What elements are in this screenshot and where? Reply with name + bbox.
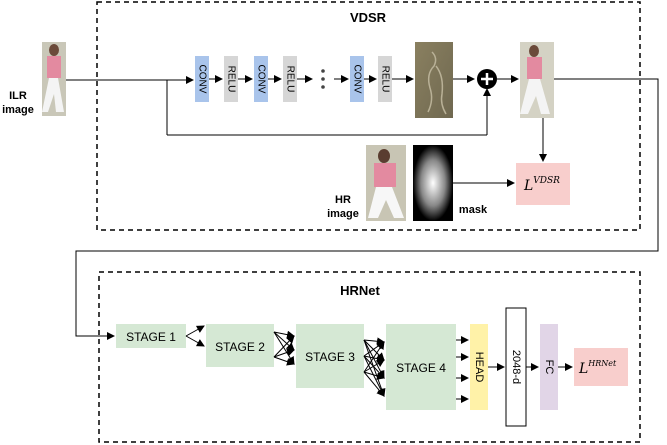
residual-image — [415, 42, 453, 118]
stage-3-box: STAGE 3 — [296, 324, 364, 388]
svg-text:RELU: RELU — [284, 66, 295, 93]
svg-text:STAGE 4: STAGE 4 — [396, 361, 446, 375]
fc-box: FC — [540, 324, 558, 410]
hr-label-2: image — [327, 208, 359, 220]
hrnet-loss-box — [574, 348, 628, 386]
hrnet-title: HRNet — [340, 283, 380, 298]
mask-image — [413, 145, 453, 221]
svg-text:FC: FC — [543, 360, 555, 375]
stage3-to-4-connections — [363, 337, 386, 397]
vdsr-loss-label: LVDSR — [523, 176, 560, 194]
stage-4-box: STAGE 4 — [386, 324, 456, 410]
stage2-to-3-connections — [273, 330, 295, 366]
svg-text:CONV: CONV — [351, 65, 362, 94]
relu-block-3: RELU — [378, 56, 392, 102]
svg-text:STAGE 3: STAGE 3 — [305, 350, 355, 364]
stage4-to-head-connections — [456, 336, 469, 403]
svg-text:RELU: RELU — [225, 66, 236, 93]
ellipsis-dots — [321, 69, 325, 89]
head-box: HEAD — [470, 324, 488, 410]
conv-block-1: CONV — [195, 56, 209, 102]
svg-text:CONV: CONV — [196, 65, 207, 94]
vdsr-title: VDSR — [350, 10, 387, 25]
svg-text:STAGE 2: STAGE 2 — [215, 340, 265, 354]
hr-image — [366, 145, 406, 221]
ilr-image — [42, 42, 66, 116]
mask-label: mask — [459, 204, 488, 216]
relu-block-1: RELU — [224, 56, 238, 102]
hrnet-loss-label: LHRNet — [578, 359, 617, 377]
sum-node-icon — [477, 69, 497, 89]
svg-text:2048-d: 2048-d — [510, 350, 522, 384]
vdsr-frame — [96, 1, 641, 231]
ilr-label-2: image — [2, 104, 34, 116]
vdsr-loss-box — [516, 163, 570, 205]
svg-text:RELU: RELU — [379, 66, 390, 93]
stage-1-box: STAGE 1 — [116, 324, 186, 348]
hr-label-1: HR — [335, 194, 351, 206]
conv-block-3: CONV — [350, 56, 364, 102]
ilr-label-1: ILR — [9, 90, 27, 102]
feature-vector-box: 2048-d — [505, 307, 527, 427]
sr-output-image — [520, 42, 554, 118]
conv-block-2: CONV — [254, 56, 268, 102]
relu-block-2: RELU — [283, 56, 297, 102]
stage-2-box: STAGE 2 — [206, 324, 274, 367]
svg-text:HEAD: HEAD — [473, 352, 485, 383]
svg-text:STAGE 1: STAGE 1 — [126, 330, 176, 344]
svg-text:CONV: CONV — [255, 65, 266, 94]
hrnet-frame — [98, 271, 641, 443]
